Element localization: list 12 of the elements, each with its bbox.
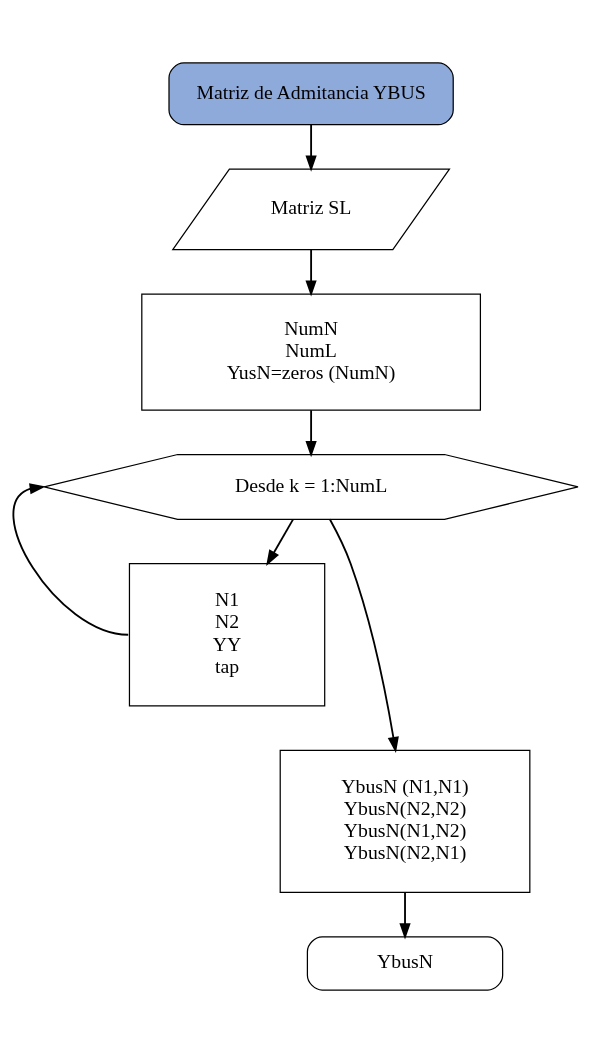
arrow — [12, 482, 130, 636]
arrow — [266, 517, 294, 566]
arrow — [305, 408, 317, 457]
node-box: Matriz de Admitancia YBUS — [168, 61, 454, 125]
arrow — [328, 517, 399, 753]
arrow — [305, 248, 317, 296]
node-box: N1 N2 YY tap — [128, 562, 326, 706]
node-box: NumN NumL YusN=zeros (NumN) — [141, 292, 481, 411]
node-box: YbusN — [306, 935, 504, 991]
arrow — [305, 123, 317, 172]
node-box: YbusN (N1,N1) YbusN(N2,N2) YbusN(N1,N2) YbusN(N2,N1) — [279, 749, 531, 893]
arrow — [399, 891, 411, 939]
